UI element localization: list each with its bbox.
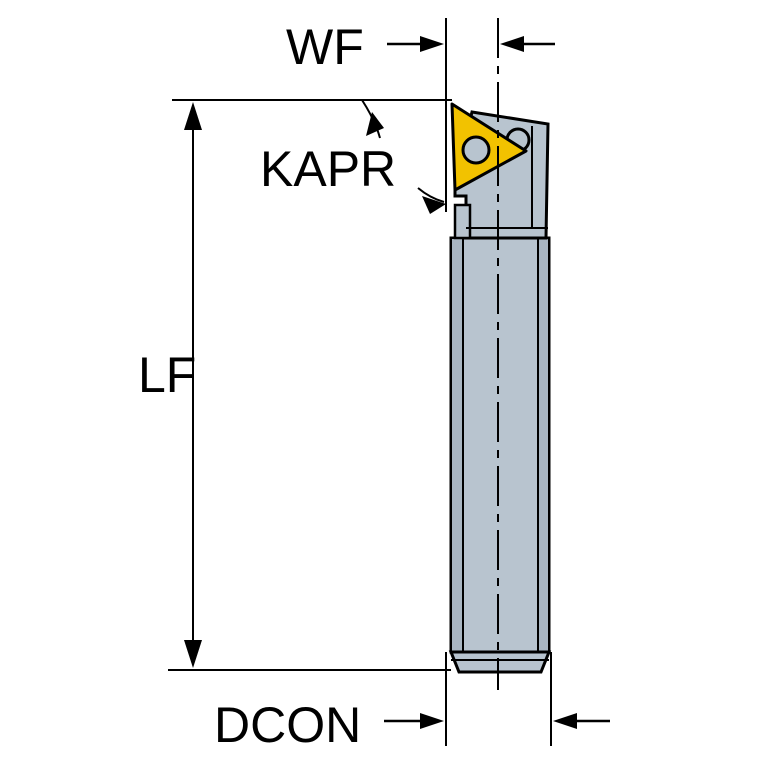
- shank-body: [449, 236, 551, 654]
- insert-hole: [461, 135, 491, 165]
- dcon-label: DCON: [214, 697, 361, 753]
- shank-flat-left: [450, 237, 464, 653]
- head-neck: [453, 203, 472, 240]
- insert: [450, 102, 528, 192]
- kapr-label: KAPR: [260, 141, 396, 197]
- lf-arrow: [184, 102, 202, 668]
- kapr-arrows: [361, 99, 446, 214]
- shank-flat-right: [537, 237, 550, 653]
- wf-arrows: [387, 36, 555, 52]
- shank-end: [448, 650, 552, 674]
- dcon-arrows: [384, 713, 610, 729]
- tool-shank: [448, 236, 552, 674]
- wf-label: WF: [286, 19, 364, 75]
- lf-label: LF: [138, 347, 196, 403]
